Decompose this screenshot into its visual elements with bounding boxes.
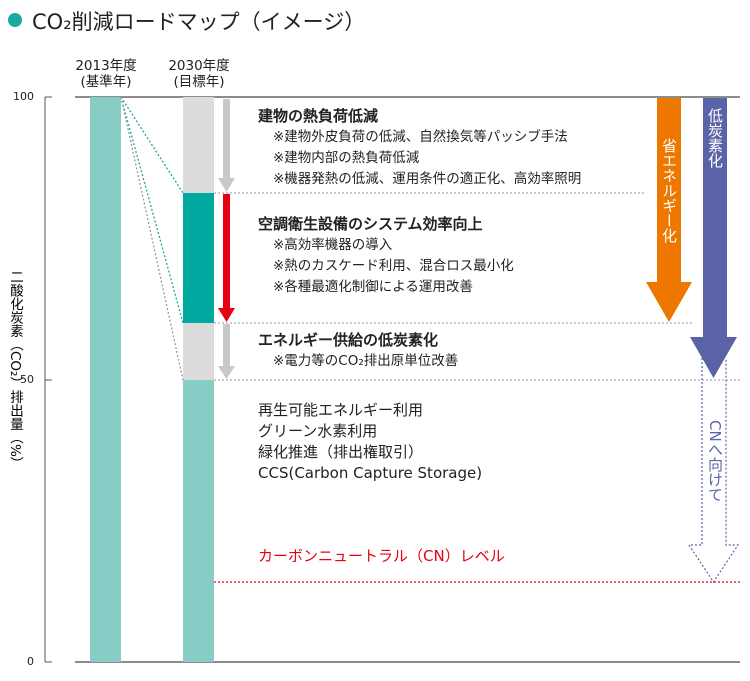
column-2030: 2030年度(目標年) [160, 58, 238, 90]
section-system-efficiency: 空調衛生設備のシステム効率向上 ※高効率機器の導入 ※熱のカスケード利用、混合ロ… [258, 214, 514, 298]
tick-50: 50 [20, 373, 34, 386]
system-efficiency-arrow [218, 194, 235, 322]
section-item: ※各種最適化制御による運用改善 [273, 279, 473, 295]
page-title: CO₂削減ロードマップ（イメージ） [32, 10, 366, 34]
connector-line [120, 96, 184, 324]
reduction-arrows [218, 99, 235, 379]
section-heading: 建物の熱負荷低減 [258, 107, 379, 125]
section-low-carbon-supply: エネルギー供給の低炭素化 ※電力等のCO₂排出原単位改善 [258, 330, 458, 372]
cn-level-label: カーボンニュートラル（CN）レベル [258, 547, 505, 565]
bar-2030-low-carbon-supply [183, 323, 214, 380]
section-thermal-load: 建物の熱負荷低減 ※建物外皮負荷の低減、自然換気等パッシブ手法 ※建物内部の熱負… [258, 106, 581, 190]
bar-2013 [90, 97, 121, 662]
column-year: 2030年度 [168, 58, 230, 74]
column-2013: 2013年度(基準年) [68, 58, 144, 90]
low-carbon-arrow [690, 98, 737, 378]
low-carbon-supply-arrow [218, 324, 235, 379]
section-item: ※建物外皮負荷の低減、自然換気等パッシブ手法 [273, 129, 568, 145]
section-heading: エネルギー供給の低炭素化 [258, 331, 439, 349]
section-item: CCS(Carbon Capture Storage) [258, 464, 483, 482]
section-item: ※機器発熱の低減、運用条件の適正化、高効率照明 [273, 171, 582, 187]
thermal-load-arrow [218, 99, 235, 192]
tick-100: 100 [13, 90, 34, 103]
column-note: (目標年) [173, 74, 225, 90]
connector-lines [120, 96, 740, 583]
bar-2030-system-efficiency [183, 193, 214, 323]
energy-saving-label: 省エネルギー化 [660, 138, 678, 243]
bar-2030-remaining [183, 380, 214, 662]
section-item: ※熱のカスケード利用、混合ロス最小化 [273, 258, 514, 274]
y-axis-label: 二酸化炭素（CO₂）排出量（%） [7, 270, 23, 471]
tick-0: 0 [27, 655, 34, 668]
section-item: 再生可能エネルギー利用 [258, 401, 424, 419]
section-heading: 空調衛生設備のシステム効率向上 [258, 215, 483, 233]
section-item: 緑化推進（排出権取引） [258, 443, 424, 461]
low-carbon-label: 低炭素化 [706, 108, 724, 168]
section-remaining-measures: 再生可能エネルギー利用 グリーン水素利用 緑化推進（排出権取引） CCS(Car… [258, 400, 482, 484]
column-year: 2013年度 [75, 58, 137, 74]
section-item: グリーン水素利用 [258, 422, 378, 440]
column-note: (基準年) [80, 74, 132, 90]
connector-line [120, 96, 184, 194]
toward-cn-label: CNへ向けて [706, 420, 724, 502]
bar-2030-thermal-load [183, 97, 214, 193]
toward-cn-arrow [687, 358, 740, 584]
section-item: ※建物内部の熱負荷低減 [273, 150, 420, 166]
title-bullet-icon [8, 13, 22, 27]
connector-line [120, 96, 184, 381]
section-item: ※電力等のCO₂排出原単位改善 [273, 353, 459, 369]
energy-saving-arrow [646, 98, 692, 322]
section-item: ※高効率機器の導入 [273, 237, 393, 253]
